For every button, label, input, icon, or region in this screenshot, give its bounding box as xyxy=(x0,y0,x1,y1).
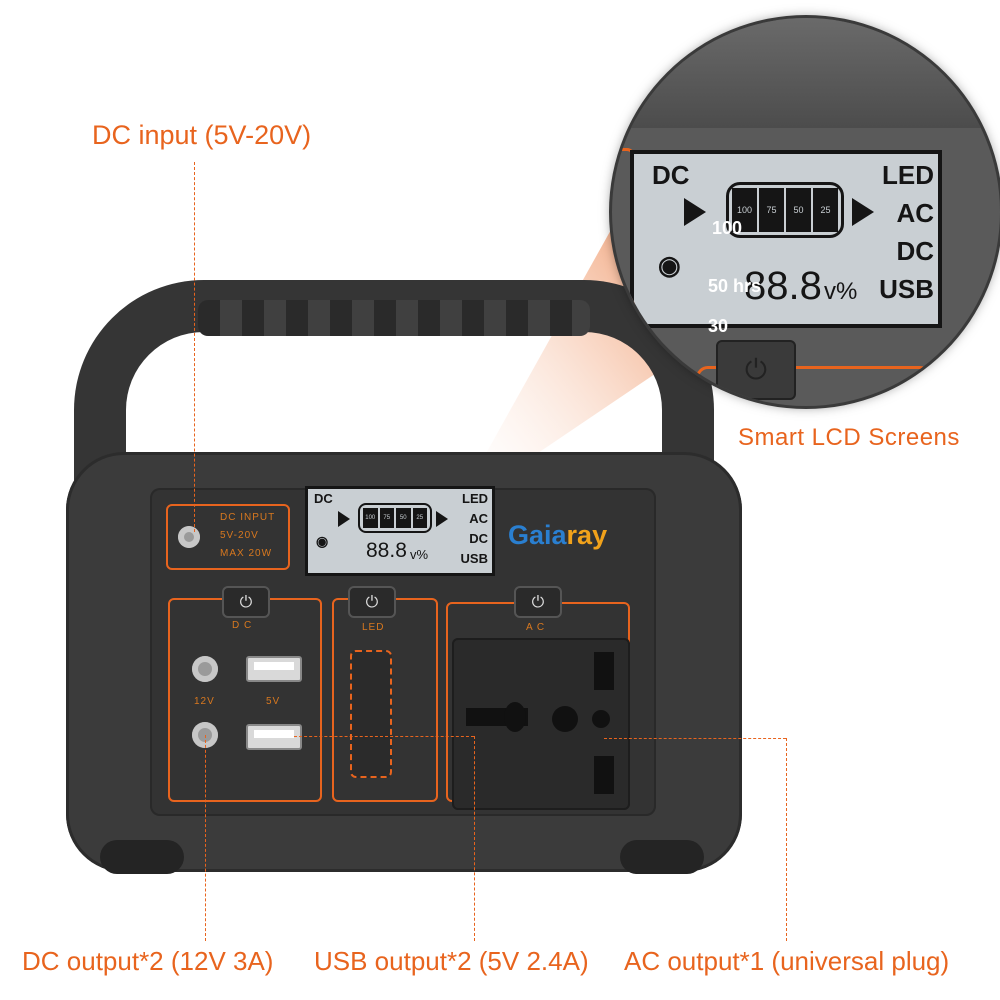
ac-universal-outlet[interactable] xyxy=(452,638,630,810)
brand-logo-prefix: Gaia xyxy=(508,520,567,550)
usb-leader-v xyxy=(474,736,475,941)
zoom-power-button[interactable]: ⏻ xyxy=(716,340,796,400)
dc-output-callout: DC output*2 (12V 3A) xyxy=(22,946,274,976)
usb-port-2[interactable] xyxy=(246,724,302,750)
zoom-lcd-unit: v% xyxy=(824,278,858,305)
power-icon: ⏻ xyxy=(744,353,768,386)
right-foot xyxy=(620,840,704,874)
port-12v-label: 12V xyxy=(194,696,215,707)
zoom-overlay-100: 100 xyxy=(712,218,743,238)
port-5v-label: 5V xyxy=(266,696,281,707)
lcd-zoom-inset: DC LED AC DC USB 100 75 50 25 ◉ 88.8 v% … xyxy=(612,18,1000,406)
zoom-battery-level-3: 50 xyxy=(786,188,811,232)
zoom-input-dot-icon: ◉ xyxy=(658,250,681,280)
dc-power-button[interactable]: ⏻ xyxy=(222,586,270,618)
zoom-battery-level-2: 75 xyxy=(759,188,784,232)
left-foot xyxy=(100,840,184,874)
zoom-lcd-digits: 88.8 xyxy=(744,264,822,308)
lcd-unit: v% xyxy=(410,547,429,562)
usb-leader-h xyxy=(294,736,474,737)
dc-input-label-2: 5V-20V xyxy=(220,530,259,541)
lcd-ac-label: AC xyxy=(469,511,488,526)
zoom-orange-button-frame xyxy=(696,366,932,406)
ac-output-callout: AC output*1 (universal plug) xyxy=(624,946,950,976)
zoom-lcd-dc-out: DC xyxy=(896,236,934,266)
dc-section-label: D C xyxy=(232,620,253,631)
lcd-digits: 88.8 xyxy=(366,539,407,562)
dc-input-label-3: MAX 20W xyxy=(220,548,273,559)
lcd-dc-in-label: DC xyxy=(314,491,333,506)
zoom-lcd-usb: USB xyxy=(879,274,934,304)
brand-logo: Gaiaray xyxy=(508,520,607,551)
dc-input-panel xyxy=(166,504,290,570)
dc-input-label-1: DC INPUT xyxy=(220,512,276,523)
outlet-hole-right xyxy=(592,710,610,728)
lcd-led-label: LED xyxy=(462,491,488,506)
battery-level-3: 50 xyxy=(396,508,411,528)
led-section-label: LED xyxy=(362,622,385,633)
zoom-overlay-30: 30 xyxy=(708,316,729,336)
zoom-lcd-ac: AC xyxy=(896,198,934,228)
lcd-battery-icon: 100 75 50 25 xyxy=(358,503,432,533)
battery-level-2: 75 xyxy=(379,508,394,528)
usb-port-1[interactable] xyxy=(246,656,302,682)
handle-grip xyxy=(198,300,590,336)
zoom-battery-level-4: 25 xyxy=(813,188,838,232)
outlet-hole-center xyxy=(552,706,578,732)
dc-input-port[interactable] xyxy=(178,526,200,548)
zoom-overlay-50hrs: 50 hrs xyxy=(708,276,762,296)
dc-12v-port-1[interactable] xyxy=(192,656,218,682)
lcd-output-arrow-icon xyxy=(436,511,448,527)
power-icon: ⏻ xyxy=(531,592,545,611)
dc-output-leader xyxy=(205,735,206,941)
zoom-input-arrow-icon xyxy=(684,198,706,226)
smart-lcd-callout: Smart LCD Screens xyxy=(738,424,960,451)
lcd-screen: DC LED AC DC USB 100 75 50 25 ◉ 88.8 v% xyxy=(305,486,495,576)
lcd-input-dot-icon: ◉ xyxy=(316,533,329,549)
usb-output-callout: USB output*2 (5V 2.4A) xyxy=(314,946,589,976)
ac-leader-v xyxy=(786,738,787,941)
ac-leader-h xyxy=(604,738,786,739)
brand-logo-suffix: ray xyxy=(566,520,608,550)
outlet-slot-bottom xyxy=(594,756,614,794)
led-power-button[interactable]: ⏻ xyxy=(348,586,396,618)
zoom-lcd-dc-in: DC xyxy=(652,160,690,190)
power-icon: ⏻ xyxy=(239,592,253,611)
outlet-slot-top xyxy=(594,652,614,690)
zoom-battery-level-1: 100 xyxy=(732,188,757,232)
dc-input-callout: DC input (5V-20V) xyxy=(92,120,312,150)
outlet-hole-left xyxy=(504,702,526,732)
zoom-lcd-led: LED xyxy=(882,160,934,190)
zoom-output-arrow-icon xyxy=(852,198,874,226)
lcd-usb-label: USB xyxy=(460,551,488,566)
lcd-input-arrow-icon xyxy=(338,511,350,527)
ac-power-button[interactable]: ⏻ xyxy=(514,586,562,618)
ac-section-label: A C xyxy=(526,622,546,633)
led-light xyxy=(350,650,392,778)
lcd-dc-out-label: DC xyxy=(469,531,488,546)
battery-level-4: 25 xyxy=(412,508,427,528)
battery-level-1: 100 xyxy=(363,508,378,528)
dc-input-leader xyxy=(194,162,195,532)
zoom-top-shade xyxy=(612,18,1000,128)
zoom-lcd-screen: DC LED AC DC USB 100 75 50 25 ◉ 88.8 v% … xyxy=(630,150,942,328)
power-icon: ⏻ xyxy=(365,592,379,611)
zoom-battery-icon: 100 75 50 25 xyxy=(726,182,844,238)
